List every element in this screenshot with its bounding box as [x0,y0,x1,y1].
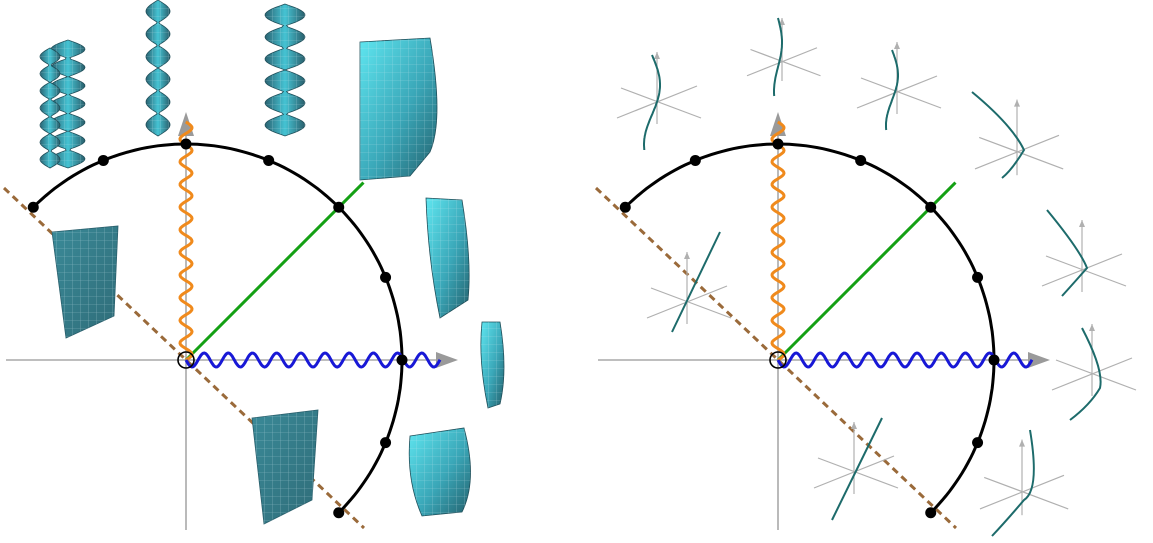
mini-axis [620,87,702,119]
mini-axes-1 [616,52,702,124]
surface-mesh [426,198,470,318]
mini-axis [1045,255,1127,287]
dot-icon [27,201,39,213]
surface-mesh [480,322,504,408]
surface-mesh [409,428,471,516]
mini-axis [983,476,1069,510]
space-curve-2 [773,17,783,97]
mini-axes-5 [646,252,732,324]
orange-wave [770,120,786,362]
space-line-2 [831,417,883,521]
dot-icon [972,437,984,449]
blue-wave [776,351,1034,369]
mini-axis [860,77,942,109]
dot-icon [972,271,984,283]
mini-axis [1055,359,1137,391]
twisted-surface-2 [145,0,171,137]
dot-icon [988,354,1000,366]
plane-mesh [252,410,318,524]
arrowhead-icon [1079,220,1085,227]
mini-axes-9 [979,439,1069,516]
green-ray [776,181,957,362]
dot-icon [333,507,345,519]
arrowhead-icon [1089,324,1095,331]
green-ray [184,181,365,362]
dot-icon [380,271,392,283]
dashed-diagonal-line [594,186,958,530]
twisted-surface-3 [264,3,306,137]
dot-icon [925,201,937,213]
mini-axes-6 [1041,220,1127,292]
open-circle-icon [177,351,195,369]
space-curve-4 [971,91,1026,179]
orange-wave [178,120,194,362]
arrowhead-icon [654,52,660,59]
mini-axes-4 [974,99,1064,176]
open-circle-icon [769,351,787,369]
mini-axes-2 [746,18,821,81]
arrowhead-icon [851,422,857,429]
space-curve-5 [1046,209,1089,297]
arrowhead-icon [436,352,458,368]
panel-curves [594,17,1137,537]
dot-icon [396,354,408,366]
blue-wave [184,351,442,369]
arrowhead-icon [1019,439,1025,447]
dot-icon [772,138,784,150]
space-curve-7 [991,429,1035,537]
plane-mesh [52,226,118,338]
mini-axes-8 [813,422,899,494]
mini-axes-7 [1051,324,1137,396]
dot-icon [855,154,867,166]
surface-mesh [146,0,170,136]
arrowhead-icon [1028,352,1050,368]
arrowhead-icon [779,18,785,25]
mini-axis [750,48,821,77]
surface-mesh [360,38,437,180]
surface-mesh [265,4,305,136]
mini-axes-3 [856,42,942,114]
dot-icon [380,437,392,449]
dot-icon [619,201,631,213]
mini-axis [650,287,732,319]
surface-mesh [40,48,60,168]
space-line-1 [671,231,721,333]
space-curve-3 [885,49,899,131]
twisted-surface-1b [39,47,61,169]
arrowhead-icon [684,252,690,259]
arrowhead-icon [1014,99,1020,107]
space-curve-6 [1069,327,1102,421]
dot-icon [180,138,192,150]
dot-icon [925,507,937,519]
mini-axis [817,457,899,489]
space-curve-1 [643,54,661,151]
dot-icon [97,154,109,166]
dot-icon [689,154,701,166]
dot-icon [263,154,275,166]
arrowhead-icon [894,42,900,49]
dot-icon [333,201,345,213]
panel-surfaces [2,0,505,530]
